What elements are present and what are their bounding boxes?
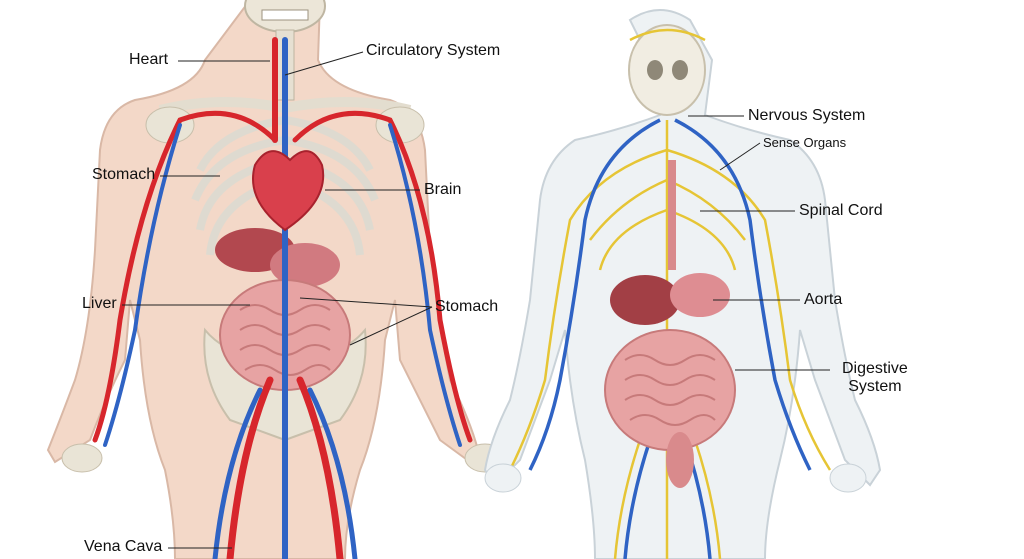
leader-circulatory <box>284 51 364 76</box>
label-sense-organs: Sense Organs <box>763 135 847 150</box>
label-spinal-cord: Spinal Cord <box>799 202 883 219</box>
label-stomach-lower: Stomach <box>435 298 499 315</box>
right-skull <box>628 24 706 116</box>
left-vessels <box>92 37 473 559</box>
right-intestines <box>604 329 736 451</box>
label-vena-cava: Vena Cava <box>84 538 163 555</box>
leader-sense <box>719 142 761 171</box>
label-digestive-system: Digestive System <box>842 360 908 395</box>
label-digestive-line1: Digestive <box>842 360 908 377</box>
leader-lines <box>122 51 830 549</box>
leader-stomach-lower-2 <box>349 306 433 346</box>
label-stomach-upper: Stomach <box>92 166 156 183</box>
label-nervous-system: Nervous System <box>748 107 866 124</box>
leader-stomach-lower-1 <box>299 297 433 308</box>
right-figure <box>483 9 882 559</box>
label-brain: Brain <box>424 181 462 198</box>
left-figure <box>46 0 506 559</box>
label-heart: Heart <box>129 51 169 68</box>
right-stomach <box>670 273 730 317</box>
label-digestive-line2: System <box>848 377 902 395</box>
left-heart <box>252 150 325 232</box>
label-liver: Liver <box>82 295 117 312</box>
left-body-silhouette <box>46 0 480 559</box>
label-circulatory-system: Circulatory System <box>366 42 501 59</box>
right-liver <box>610 275 680 325</box>
label-aorta: Aorta <box>804 291 843 308</box>
